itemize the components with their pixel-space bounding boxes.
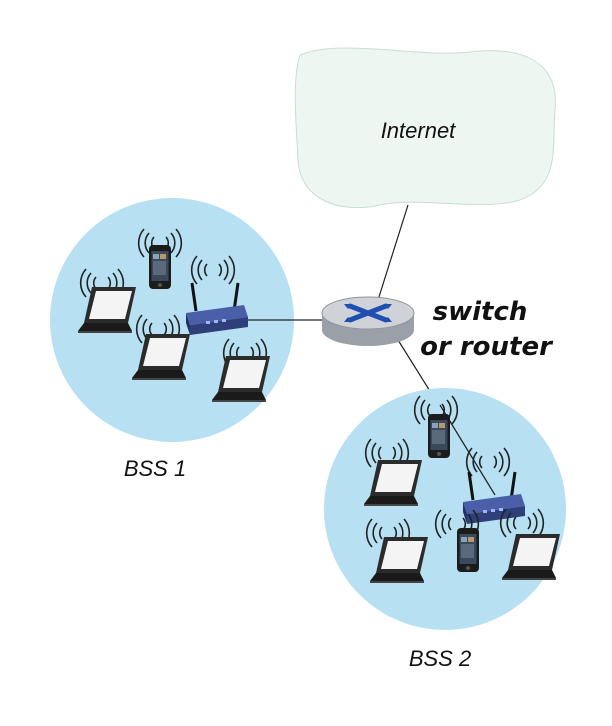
internet-label: Internet xyxy=(381,118,456,143)
bss2-label: BSS 2 xyxy=(409,646,471,671)
switch-label-line1: switch xyxy=(433,297,528,327)
switch-label-line2: or router xyxy=(420,332,554,362)
bss1-label: BSS 1 xyxy=(124,456,186,481)
smartphone-icon xyxy=(149,245,171,289)
switch-router-icon xyxy=(321,296,415,346)
link-internet-switch xyxy=(377,204,409,301)
smartphone-icon xyxy=(428,414,450,458)
smartphone-icon xyxy=(457,528,479,572)
internet-cloud: Internet xyxy=(294,47,556,209)
